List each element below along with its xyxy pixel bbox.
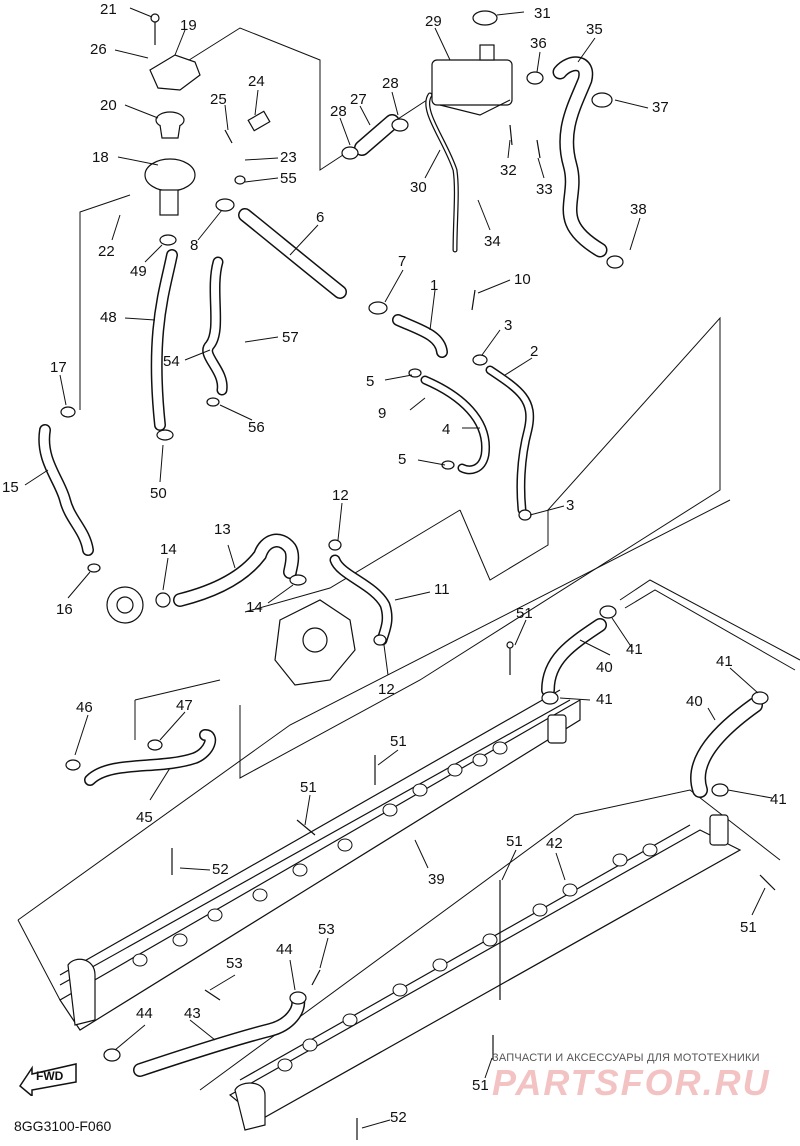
callout: 4	[442, 421, 450, 438]
return-pipe	[619, 579, 800, 671]
callout: 36	[530, 35, 547, 52]
callout: 1	[430, 277, 438, 294]
callout: 44	[276, 941, 293, 958]
callout: 28	[330, 103, 347, 120]
callout: 54	[163, 353, 180, 370]
rail-elbow-left	[67, 958, 96, 1026]
callout: 5	[366, 373, 374, 390]
callout: 47	[176, 697, 193, 714]
callout: 53	[318, 921, 335, 938]
callout: 48	[100, 309, 117, 326]
callout: 42	[546, 835, 563, 852]
callout: 35	[586, 21, 603, 38]
callout: 52	[390, 1109, 407, 1126]
callout: 3	[566, 497, 574, 514]
callout: 22	[98, 243, 115, 260]
callout: 32	[500, 162, 517, 179]
callout: 43	[184, 1005, 201, 1022]
callout: 41	[716, 653, 733, 670]
callout: 14	[160, 541, 177, 558]
callout: 50	[150, 485, 167, 502]
watermark-text: ЗАПЧАСТИ И АКСЕССУАРЫ ДЛЯ МОТОТЕХНИКИ	[492, 1052, 760, 1064]
callout: 9	[378, 405, 386, 422]
callout: 34	[484, 233, 501, 250]
callout: 12	[378, 681, 395, 698]
callout: 51	[390, 733, 407, 750]
callout: 26	[90, 41, 107, 58]
callout: 49	[130, 263, 147, 280]
components	[67, 10, 729, 1131]
callout: 40	[596, 659, 613, 676]
callout: 6	[316, 209, 324, 226]
callout: 16	[56, 601, 73, 618]
callout: 51	[300, 779, 317, 796]
callout: 13	[214, 521, 231, 538]
callout: 30	[410, 179, 427, 196]
callout: 7	[398, 253, 406, 270]
callout: 15	[2, 479, 19, 496]
callout: 51	[740, 919, 757, 936]
callout: 12	[332, 487, 349, 504]
watermark-logo: PARTSFOR.RU	[492, 1062, 771, 1103]
reservoir-cap-31	[472, 10, 498, 26]
clamps	[60, 71, 769, 1062]
callout: 24	[248, 73, 265, 90]
fwd-arrow: FWD	[18, 1060, 80, 1098]
callout: 5	[398, 451, 406, 468]
callout: 55	[280, 170, 297, 187]
callout: 10	[514, 271, 531, 288]
callout: 25	[210, 91, 227, 108]
callout: 41	[770, 791, 787, 808]
thermo-switch-42	[547, 714, 567, 744]
callout: 14	[246, 599, 263, 616]
callout: 17	[50, 359, 67, 376]
sensor-24	[247, 110, 271, 132]
callout-labels: 21 19 26 20 25 24 18 23 55 22 8 49 6 48 …	[2, 1, 787, 1126]
callout: 28	[382, 75, 399, 92]
callout: 23	[280, 149, 297, 166]
callout: 57	[282, 329, 299, 346]
callout: 46	[76, 699, 93, 716]
fwd-arrow-icon	[19, 1063, 77, 1098]
callout: 27	[350, 91, 367, 108]
callout: 33	[536, 181, 553, 198]
bolts	[150, 13, 776, 1140]
callout: 39	[428, 871, 445, 888]
callout: 51	[516, 605, 533, 622]
callout: 19	[180, 17, 197, 34]
callout: 8	[190, 237, 198, 254]
callout: 52	[212, 861, 229, 878]
thermostat-cover-19	[149, 54, 201, 91]
callout: 37	[652, 99, 669, 116]
callout: 2	[530, 343, 538, 360]
diagram-code: 8GG3100-F060	[14, 1118, 112, 1134]
callout: 31	[534, 5, 551, 22]
rail-elbow-right	[234, 1082, 266, 1131]
callout: 41	[626, 641, 643, 658]
callout: 45	[136, 809, 153, 826]
boundary-lines	[17, 27, 781, 1091]
callout: 20	[100, 97, 117, 114]
callout: 56	[248, 419, 265, 436]
radiator-rail-39	[59, 689, 581, 1031]
callout: 11	[434, 581, 450, 598]
callout: 44	[136, 1005, 153, 1022]
fwd-label: FWD	[36, 1069, 64, 1083]
callout: 3	[504, 317, 512, 334]
hoses	[38, 56, 763, 1077]
callout: 51	[472, 1077, 489, 1094]
callout: 21	[100, 1, 117, 18]
coolant-reservoir-29	[431, 59, 513, 106]
leader-lines	[24, 7, 773, 1129]
callout: 41	[596, 691, 613, 708]
callout: 40	[686, 693, 703, 710]
callout: 18	[92, 149, 109, 166]
rail-holes	[132, 741, 658, 1072]
callout: 38	[630, 201, 647, 218]
callout: 51	[506, 833, 523, 850]
callout: 53	[226, 955, 243, 972]
callout: 29	[425, 13, 442, 30]
